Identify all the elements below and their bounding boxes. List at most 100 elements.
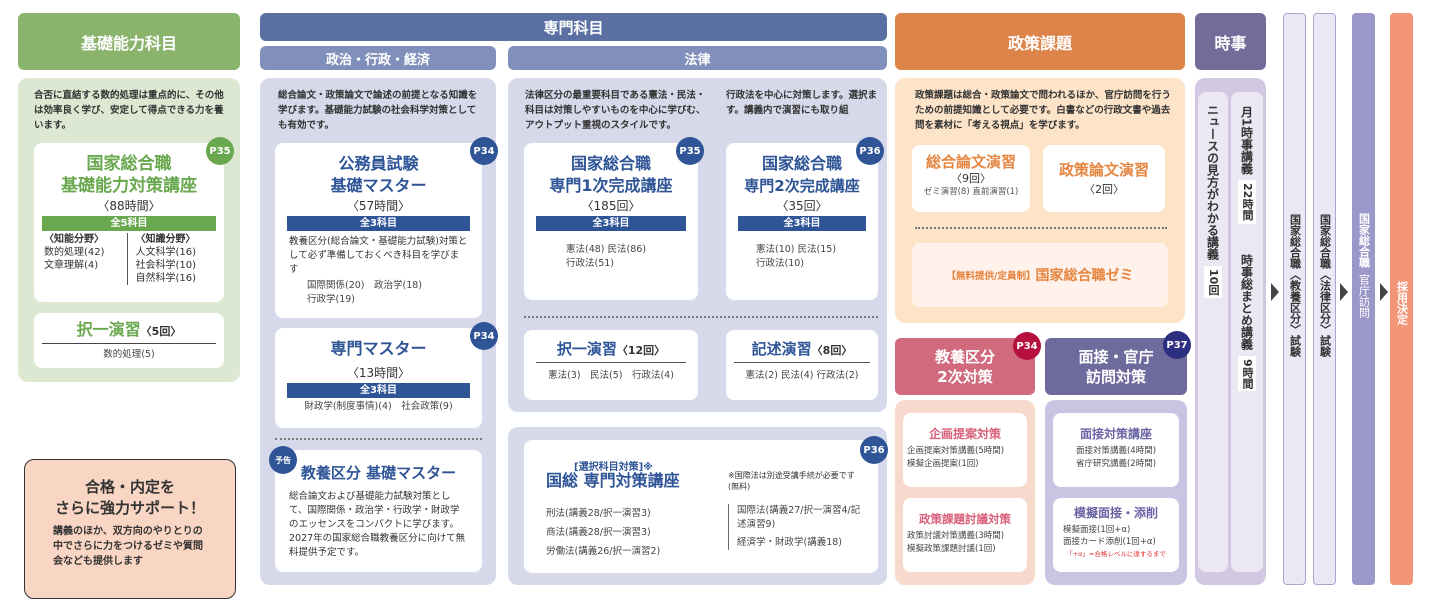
- course-title: 総合論文演習: [925, 153, 1016, 171]
- course-title: 政策課題討議対策: [919, 512, 1011, 526]
- header-law: 法律: [508, 46, 887, 70]
- subject-bar: 全3科目: [738, 216, 866, 231]
- subject: 数的処理(42): [44, 247, 105, 258]
- senmon-master-card[interactable]: P34 専門マスター 〈13時間〉 全3科目 財政学(制度事情)(4) 社会政策…: [275, 322, 498, 428]
- kikaku-card[interactable]: 企画提案対策 企画提案対策講義(5時間) 模擬企画提案(1回): [903, 413, 1027, 487]
- seminar-pretitle: 【無料提供/定員制】: [946, 271, 1036, 282]
- course-subject: 商法(講義28/択一演習3): [546, 527, 651, 538]
- subject-bar: 全3科目: [536, 216, 686, 231]
- subject: 社会科学(10): [135, 260, 197, 271]
- course-detail: 憲法(2) 民法(4) 行政法(2): [745, 370, 859, 381]
- header-title: 面接・官庁: [1078, 347, 1154, 366]
- law-elective-panel: P36 [選択科目対策]※ 国総 専門対策講座 ※国際法は別途受講手続が必要です…: [508, 427, 888, 585]
- course-detail: ゼミ演習(8) 直前演習(1): [923, 187, 1019, 197]
- divider: [524, 316, 878, 318]
- header-current: 時事: [1195, 13, 1266, 70]
- course-subjects: 行政法(51): [566, 258, 615, 269]
- support-title: 合格・内定を: [84, 478, 175, 496]
- flow-label: 国家総合職〈法律区分〉試験: [1318, 214, 1332, 357]
- support-title: さらに強力サポート！: [54, 499, 205, 517]
- subject: 文章理解(4): [44, 260, 99, 271]
- course-title: 専門1次完成講座: [549, 176, 673, 195]
- basic-exercise-card[interactable]: 択一演習〈5回〉 数的処理(5): [34, 313, 224, 368]
- page-badge: P34: [470, 137, 498, 165]
- flow-label: 国家総合職: [1357, 213, 1371, 268]
- flow-label: 採用決定: [1395, 281, 1409, 325]
- kiso-master-card[interactable]: P34 公務員試験 基礎マスター 〈57時間〉 全3科目 教養区分(総合論文・基…: [275, 137, 498, 318]
- lecture-title: ニュースの見方がわかる講義: [1205, 104, 1220, 260]
- sogo-ronbun-card[interactable]: 総合論文演習 〈9回〉 ゼミ演習(8) 直前演習(1): [912, 145, 1030, 212]
- course-title: 教養区分 基礎マスター: [300, 464, 457, 482]
- subject-bar: 全3科目: [287, 383, 470, 398]
- law-desc: 法律区分の最重要科目である憲法・民法・科目は対策しやすいものを中心に学びむ、アウ…: [525, 90, 706, 131]
- giron-card[interactable]: 政策課題討議対策 政策討議対策講義(3時間) 模擬政策課題討議(1回): [903, 498, 1027, 572]
- course-detail: 憲法(3) 民法(5) 行政法(4): [548, 370, 674, 381]
- law-exercise-card[interactable]: 択一演習〈12回〉 憲法(3) 民法(5) 行政法(4): [524, 330, 698, 400]
- senmon-1ji-card[interactable]: P35 国家総合職 専門1次完成講座 〈185回〉 全3科目 憲法(48) 民法…: [524, 137, 704, 300]
- monthly-lecture-column[interactable]: 月1時事講義 22時間 時事総まとめ講義 9時間: [1231, 92, 1263, 572]
- interview-course-card[interactable]: 面接対策講座 面接対策講義(4時間) 省庁研究講義(2時間): [1053, 413, 1179, 487]
- course-title: 択一演習: [76, 320, 141, 339]
- flow-label: 国家総合職〈教養区分〉試験: [1288, 214, 1302, 357]
- course-title: 模擬面接・添削: [1073, 506, 1158, 520]
- subject: 人文科学(16): [135, 247, 197, 258]
- course-detail: 模擬企画提案(1回): [907, 459, 979, 469]
- course-subject: 経済学・財政学(講義18): [737, 537, 843, 548]
- news-lecture-column[interactable]: ニュースの見方がわかる講義 10回: [1198, 92, 1228, 572]
- course-body: 総合論文および基礎能力試験対策として、国際関係・政治学・行政学・財政学のエッセン…: [289, 491, 466, 558]
- course-title: 基礎マスター: [330, 176, 427, 195]
- course-title: 記述演習: [751, 340, 812, 358]
- course-title: 基礎能力対策講座: [61, 176, 197, 196]
- header-policy: 政策課題: [895, 13, 1185, 70]
- course-title: 面接対策講座: [1079, 427, 1152, 441]
- support-body: 講義のほか、双方向のやりとりの中でさらに力をつけるゼミや質問会なども提供します: [53, 526, 203, 567]
- senmon-2ji-card[interactable]: P36 国家総合職 専門2次完成講座 〈35回〉 全3科目 憲法(10) 民法(…: [726, 137, 884, 300]
- course-hours: 〈88時間〉: [97, 199, 161, 213]
- course-detail: 模擬政策課題討議(1回): [907, 544, 996, 554]
- header-title: 教養区分: [934, 347, 995, 366]
- page-badge: P34: [1013, 332, 1041, 360]
- course-subjects: 憲法(48) 民法(86): [566, 244, 647, 255]
- law-desc: 行政法を中心に対策します。選択ます。講義内で演習にも取り組: [726, 90, 878, 116]
- course-count: 〈2回〉: [1084, 183, 1124, 196]
- course-title: 国総 専門対策講座: [546, 471, 680, 490]
- course-count: 〈8回〉: [811, 344, 853, 357]
- course-subject: 刑法(講義28/択一演習3): [546, 508, 651, 519]
- course-note: 「+α」=合格レベルに達するまで: [1066, 550, 1166, 558]
- subject-bar: 全5科目: [42, 216, 216, 231]
- politics-panel: 総合論文・政策論文で論述の前提となる知識を学びます。基礎能力試験の社会科学対策と…: [260, 78, 498, 585]
- current-panel: ニュースの見方がわかる講義 10回 月1時事講義 22時間 時事総まとめ講義 9…: [1195, 78, 1266, 585]
- subject: 自然科学(16): [135, 273, 197, 284]
- flow-ministry-visit: 国家総合職 官庁訪問: [1352, 13, 1375, 585]
- course-count: 〈5回〉: [140, 325, 182, 338]
- course-count: 〈35回〉: [776, 199, 828, 213]
- course-pretitle: [選択科目対策]※: [574, 462, 653, 473]
- mock-interview-card[interactable]: 模擬面接・添削 模擬面接(1回+α) 面接カード添削(1回+α) 「+α」=合格…: [1053, 498, 1179, 572]
- course-title: 専門2次完成講座: [744, 177, 860, 195]
- header-specialty: 専門科目: [260, 13, 887, 41]
- course-count: 〈12回〉: [616, 344, 666, 357]
- course-detail: 模擬面接(1回+α): [1063, 525, 1131, 535]
- lecture-hours: 22時間: [1238, 180, 1256, 224]
- course-hours: 〈57時間〉: [346, 199, 411, 213]
- header-title: 2次対策: [937, 367, 993, 386]
- course-title: 国家総合職: [86, 154, 172, 174]
- elective-course-card[interactable]: P36 [選択科目対策]※ 国総 専門対策講座 ※国際法は別途受講手続が必要です…: [524, 436, 888, 573]
- seisaku-ronbun-card[interactable]: 政策論文演習 〈2回〉: [1043, 145, 1165, 212]
- header-politics: 政治・行政・経済: [260, 46, 496, 70]
- law-essay-card[interactable]: 記述演習〈8回〉 憲法(2) 民法(4) 行政法(2): [726, 330, 878, 400]
- page-badge: P35: [206, 137, 234, 165]
- policy-desc: 政策課題は総合・政策論文で問われるほか、官庁訪問を行うための前提知識として必要で…: [915, 90, 1171, 131]
- course-note: ※国際法は別途受講手続が必要です(無料): [728, 471, 855, 491]
- course-hours: 〈13時間〉: [346, 366, 411, 380]
- arrow-right-icon: [1340, 283, 1348, 301]
- arrow-right-icon: [1271, 283, 1279, 301]
- lecture-hours: 9時間: [1238, 355, 1256, 392]
- basic-course-card[interactable]: P35 国家総合職 基礎能力対策講座 〈88時間〉 全5科目 〈知能分野〉数的処…: [34, 137, 234, 302]
- kyoyo-master-card[interactable]: 予告 教養区分 基礎マスター 総合論文および基礎能力試験対策として、国際関係・政…: [269, 446, 482, 572]
- course-subjects: 国際関係(20) 政治学(18): [307, 280, 423, 291]
- course-title: 政策論文演習: [1058, 161, 1149, 179]
- flow-label: 官庁訪問: [1357, 274, 1371, 318]
- field-head: 〈知能分野〉: [44, 234, 104, 245]
- seminar-card[interactable]: 【無料提供/定員制】 国家総合職ゼミ: [912, 243, 1168, 307]
